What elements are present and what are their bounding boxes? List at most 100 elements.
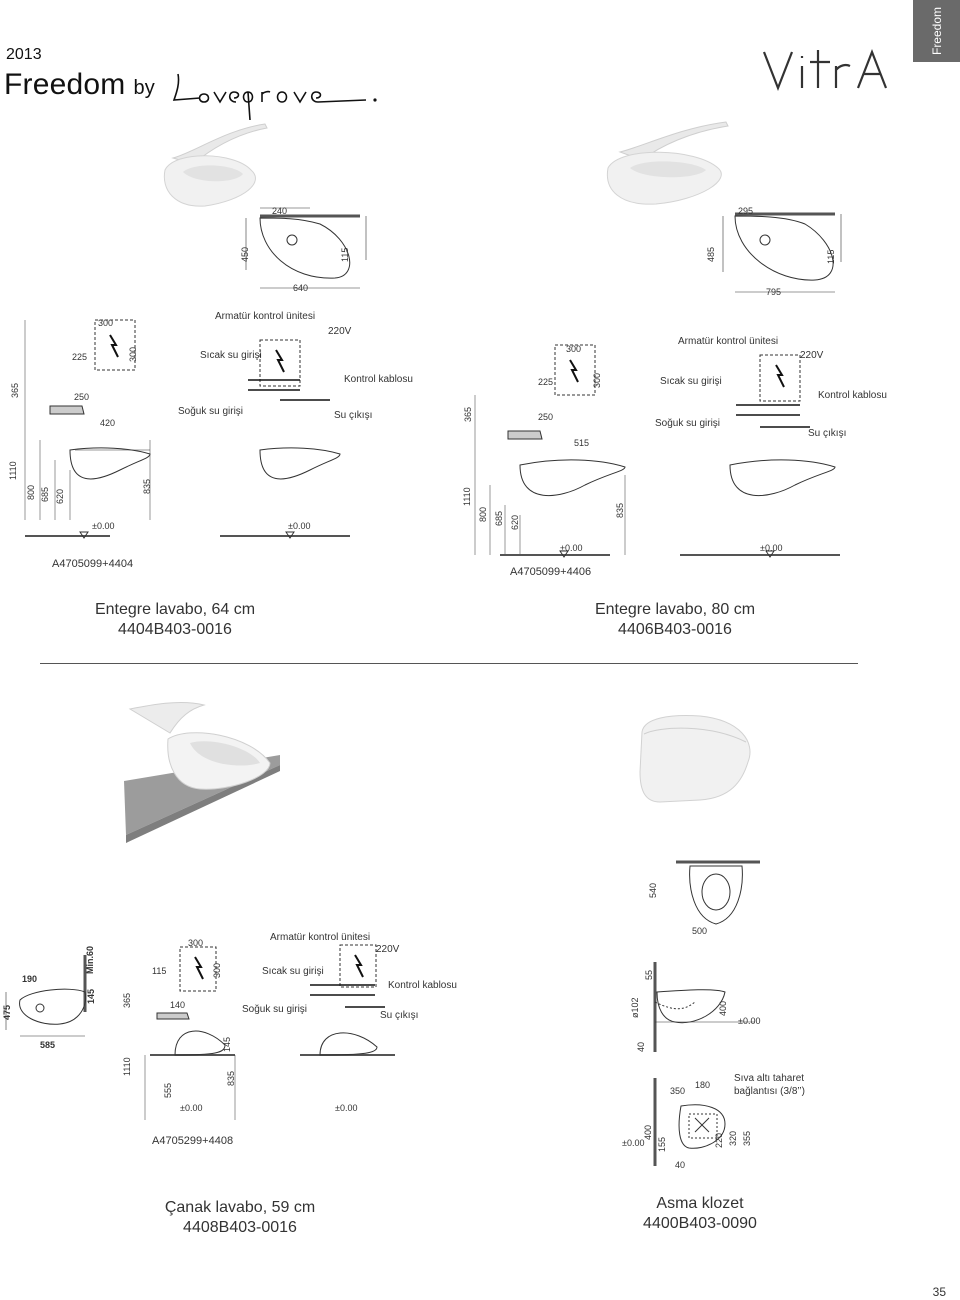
dim-115: 115 <box>340 247 350 262</box>
dim-d102: ø102 <box>630 997 640 1018</box>
bidet-connection-note: Sıva altı taharet bağlantısı (3/8’’) <box>734 1073 805 1097</box>
dim-145: 145 <box>86 988 96 1004</box>
dim-320: 320 <box>728 1130 738 1146</box>
dim-240: 240 <box>272 206 288 216</box>
dim-800: 800 <box>478 506 488 522</box>
dim-620: 620 <box>510 514 520 530</box>
dim-355: 355 <box>742 1130 752 1146</box>
dim-250: 250 <box>74 392 90 402</box>
dim-515: 515 <box>574 438 590 448</box>
basin-80-top-view <box>722 212 842 293</box>
voltage-label: 220V <box>328 326 352 337</box>
by-text: by <box>133 77 155 99</box>
wall-hung-toilet-photo <box>639 715 751 803</box>
control-unit-label: Armatür kontrol ünitesi <box>270 932 371 943</box>
water-outlet-label: Su çıkışı <box>380 1010 419 1021</box>
bidet-connection-view <box>653 1078 726 1166</box>
year: 2013 <box>6 46 42 63</box>
dim-145: 145 <box>222 1036 232 1052</box>
level-mark: ±0.00 <box>738 1016 761 1026</box>
level-mark: ±0.00 <box>180 1103 203 1113</box>
dim-300-side: 300 <box>128 346 138 362</box>
product-caption: Entegre lavabo, 80 cm 4406B403-0016 <box>560 600 790 640</box>
toilet-top-view <box>676 860 760 925</box>
product-code: 4406B403-0016 <box>618 621 732 638</box>
dim-40-bottom: 40 <box>675 1160 686 1170</box>
vessel-basin-photo <box>124 701 280 843</box>
section-divider <box>40 663 858 664</box>
dim-155: 155 <box>657 1136 667 1152</box>
level-mark: ±0.00 <box>560 543 583 553</box>
dim-min60: Min.60 <box>85 945 95 974</box>
dim-1110: 1110 <box>8 461 18 480</box>
basin-64-side-view <box>24 319 350 539</box>
dim-225: 225 <box>538 377 554 387</box>
basin-64-photo <box>163 123 268 207</box>
dim-500: 500 <box>692 926 708 936</box>
dim-685: 685 <box>40 486 50 502</box>
dim-300-side: 300 <box>212 962 222 978</box>
voltage-label: 220V <box>376 944 400 955</box>
dim-40: 40 <box>636 1041 646 1052</box>
dim-450: 450 <box>240 246 250 262</box>
control-cable-label: Kontrol kablosu <box>818 390 887 401</box>
vessel-basin-side-view <box>144 944 395 1120</box>
dim-140: 140 <box>170 1000 186 1010</box>
set-code: A4705099+4404 <box>52 558 134 570</box>
section-tab-label: Freedom <box>929 6 944 56</box>
dim-300-side: 300 <box>592 372 602 388</box>
cold-inlet-label: Soğuk su girişi <box>178 406 244 417</box>
control-cable-label: Kontrol kablosu <box>344 374 413 385</box>
dim-795: 795 <box>766 287 782 297</box>
series-name: Freedom <box>4 68 126 101</box>
dim-225: 225 <box>72 352 88 362</box>
product-name: Entegre lavabo, 64 cm <box>94 601 256 618</box>
level-mark: ±0.00 <box>760 543 783 553</box>
dim-835: 835 <box>226 1070 236 1086</box>
basin-80-photo <box>606 121 729 205</box>
dim-835: 835 <box>142 478 152 494</box>
cold-inlet-label: Soğuk su girişi <box>242 1004 308 1015</box>
dim-420: 420 <box>100 418 116 428</box>
section-tab[interactable]: Freedom <box>913 0 960 62</box>
dim-350: 350 <box>670 1086 686 1096</box>
dim-1110: 1110 <box>122 1057 132 1076</box>
dim-365: 365 <box>463 406 473 422</box>
vessel-basin-top-view <box>5 955 87 1037</box>
level-mark: ±0.00 <box>622 1138 645 1148</box>
dim-190: 190 <box>22 974 38 984</box>
product-code: 4404B403-0016 <box>118 621 232 638</box>
dim-365: 365 <box>122 992 132 1008</box>
lovegrove-signature-logo <box>172 73 377 121</box>
product-name: Asma klozet <box>656 1195 744 1212</box>
dim-180: 180 <box>695 1080 711 1090</box>
set-code: A4705099+4406 <box>510 566 592 578</box>
dim-295: 295 <box>738 206 754 216</box>
product-caption: Entegre lavabo, 64 cm 4404B403-0016 <box>60 600 290 640</box>
dim-250: 250 <box>538 412 554 422</box>
page-title: Freedom by <box>4 68 155 102</box>
dim-685: 685 <box>494 510 504 526</box>
toilet-side-view <box>653 962 755 1052</box>
product-name: Entegre lavabo, 80 cm <box>594 601 756 618</box>
dim-620: 620 <box>55 488 65 504</box>
level-mark: ±0.00 <box>288 521 311 531</box>
dim-220: 220 <box>714 1132 724 1148</box>
dim-115: 115 <box>826 249 836 264</box>
product-code: 4408B403-0016 <box>183 1219 297 1236</box>
dim-800: 800 <box>26 484 36 500</box>
set-code: A4705299+4408 <box>152 1135 234 1147</box>
dim-585: 585 <box>40 1040 56 1050</box>
product-name: Çanak lavabo, 59 cm <box>164 1199 316 1216</box>
vitra-brand-logo <box>762 48 888 92</box>
dim-555: 555 <box>163 1082 173 1098</box>
dim-540: 540 <box>648 882 658 898</box>
product-caption: Çanak lavabo, 59 cm 4408B403-0016 <box>125 1198 355 1238</box>
hot-inlet-label: Sıcak su girişi <box>200 350 262 361</box>
control-unit-label: Armatür kontrol ünitesi <box>215 311 316 322</box>
dim-115: 115 <box>152 966 167 976</box>
dim-400: 400 <box>718 1000 728 1016</box>
basin-64-top-view <box>245 207 367 289</box>
level-mark: ±0.00 <box>335 1103 358 1113</box>
dim-640: 640 <box>293 283 309 293</box>
